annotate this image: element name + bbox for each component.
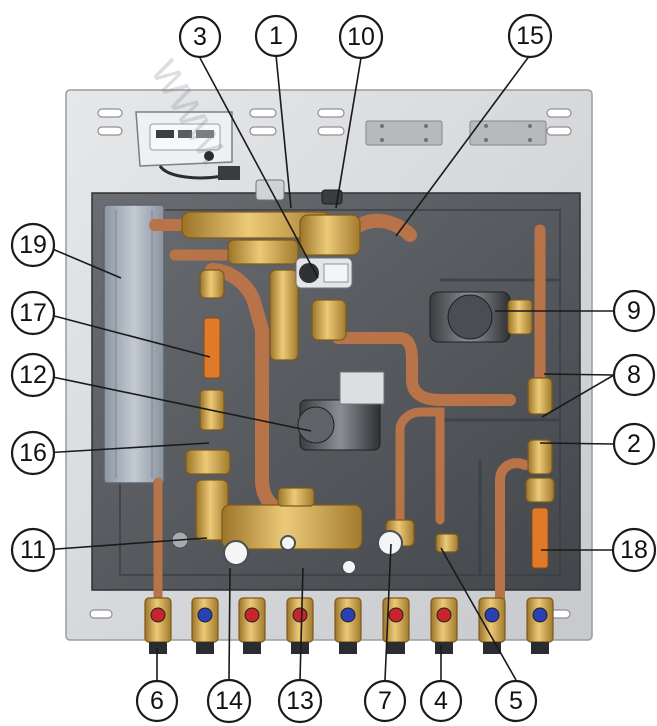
control-box	[135, 111, 240, 180]
bottom-ball-valves	[144, 597, 554, 654]
callout-14: 14	[206, 678, 252, 724]
callout-7: 7	[363, 679, 407, 723]
callout-number: 13	[286, 687, 314, 715]
callout-number: 3	[193, 23, 207, 51]
callout-number: 7	[378, 687, 392, 715]
callout-number: 5	[509, 687, 523, 715]
right-pump	[429, 291, 533, 343]
callout-11: 11	[10, 527, 56, 573]
callout-number: 6	[150, 687, 164, 715]
callout-10: 10	[338, 14, 384, 60]
callout-number: 16	[19, 439, 47, 467]
callout-number: 19	[19, 231, 47, 259]
callout-number: 1	[269, 22, 283, 50]
left-flow-meter	[203, 317, 221, 379]
callout-17: 17	[10, 290, 56, 336]
central-pump	[297, 371, 385, 451]
callout-6: 6	[135, 679, 179, 723]
callout-8: 8	[612, 353, 656, 397]
callout-number: 10	[347, 23, 375, 51]
callout-number: 14	[215, 687, 243, 715]
heat-exchanger	[103, 204, 165, 484]
callout-19: 19	[10, 222, 56, 268]
callout-18: 18	[611, 527, 657, 573]
brass-fittings	[181, 211, 555, 553]
callout-5: 5	[494, 679, 538, 723]
callout-16: 16	[10, 430, 56, 476]
callout-13: 13	[277, 678, 323, 724]
callout-number: 12	[19, 361, 47, 389]
callout-number: 9	[627, 297, 641, 325]
callout-number: 18	[620, 536, 648, 564]
right-flow-meter	[531, 507, 549, 569]
callout-number: 11	[20, 536, 46, 564]
mixing-valve	[295, 257, 353, 289]
callout-number: 17	[19, 299, 47, 327]
callout-2: 2	[612, 422, 656, 466]
callout-12: 12	[10, 352, 56, 398]
callout-1: 1	[254, 14, 298, 58]
callout-number: 15	[516, 22, 544, 50]
callout-number: 4	[434, 687, 448, 715]
callout-15: 15	[507, 13, 553, 59]
callout-4: 4	[419, 679, 463, 723]
leader-lines	[42, 54, 615, 681]
callout-number: 8	[627, 361, 641, 389]
callout-9: 9	[612, 289, 656, 333]
callout-3: 3	[178, 15, 222, 59]
callout-number: 2	[627, 430, 641, 458]
